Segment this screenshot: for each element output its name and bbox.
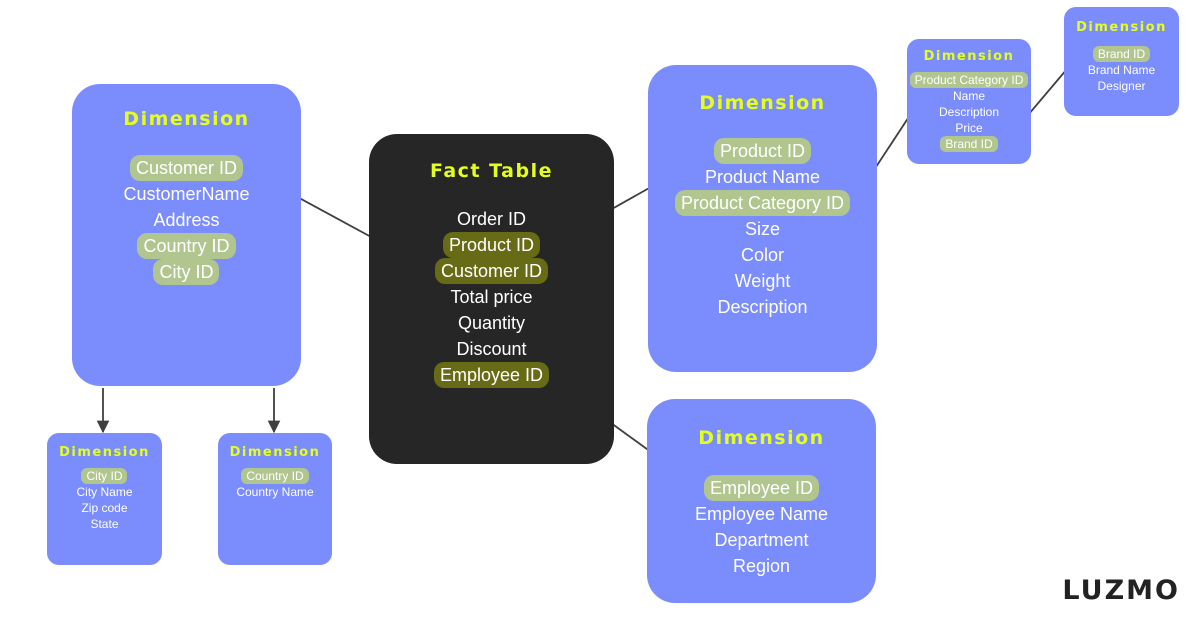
attribute-field: Department — [714, 530, 809, 550]
luzmo-logo: LUZMO — [1062, 575, 1180, 606]
box-title: Dimension — [123, 108, 250, 130]
attribute-field: Zip code — [81, 501, 128, 515]
box-title: Fact Table — [430, 160, 553, 182]
attribute-field: City Name — [76, 485, 133, 499]
attribute-field: Total price — [450, 287, 533, 307]
key-field: Brand ID — [940, 136, 998, 152]
attribute-field: Description — [938, 105, 1000, 119]
attribute-field: Size — [744, 219, 780, 239]
box-title: Dimension — [1076, 20, 1167, 35]
box-title: Dimension — [229, 445, 321, 460]
attribute-field: CustomerName — [123, 184, 250, 204]
attribute-field: Country Name — [236, 485, 314, 499]
key-field: Country ID — [137, 233, 236, 259]
attribute-field: Description — [717, 297, 808, 317]
key-field: Product Category ID — [909, 72, 1029, 88]
box-title: Dimension — [923, 49, 1015, 64]
attribute-field: Address — [153, 210, 220, 230]
key-field: City ID — [153, 259, 220, 285]
key-field: Product Category ID — [674, 190, 851, 216]
attribute-field: State — [90, 517, 119, 531]
key-field: Customer ID — [129, 155, 243, 181]
key-field: Employee ID — [703, 475, 820, 501]
attribute-field: Employee Name — [694, 504, 829, 524]
key-field: Country ID — [241, 468, 309, 484]
attribute-field: Designer — [1097, 79, 1146, 93]
attribute-field: Quantity — [457, 313, 526, 333]
key-field: Brand ID — [1092, 46, 1151, 62]
attribute-field: Product Name — [704, 167, 821, 187]
key-field: Employee ID — [433, 362, 550, 388]
key-field: Product ID — [442, 232, 541, 258]
attribute-field: Brand Name — [1087, 63, 1156, 77]
key-field: City ID — [81, 468, 128, 484]
box-title: Dimension — [699, 92, 826, 114]
attribute-field: Name — [952, 89, 985, 103]
attribute-field: Price — [955, 121, 983, 135]
attribute-field: Color — [740, 245, 784, 265]
key-field: Product ID — [713, 138, 812, 164]
attribute-field: Order ID — [456, 209, 526, 229]
box-title: Dimension — [698, 427, 825, 449]
attribute-field: Discount — [456, 339, 527, 359]
box-title: Dimension — [59, 445, 150, 460]
attribute-field: Region — [732, 556, 791, 576]
key-field: Customer ID — [434, 258, 548, 284]
attribute-field: Weight — [734, 271, 791, 291]
